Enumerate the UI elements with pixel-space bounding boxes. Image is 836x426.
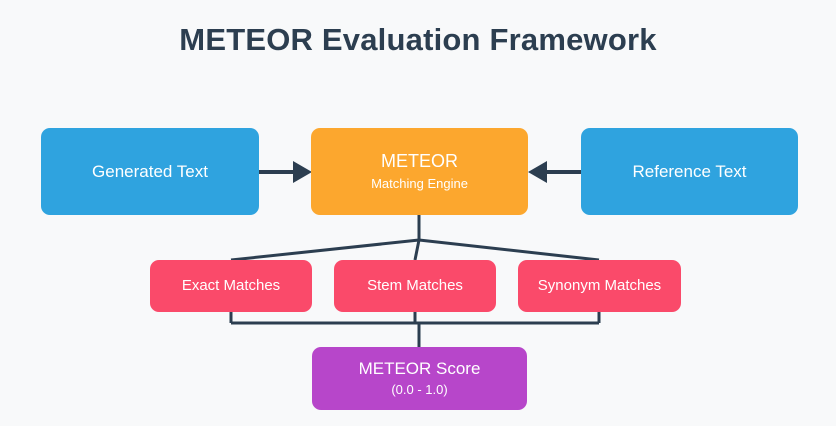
node-meteor-score-sublabel: (0.0 - 1.0) (391, 381, 448, 397)
arrow-reference-to-meteor (528, 161, 581, 183)
node-meteor-score[interactable]: METEOR Score (0.0 - 1.0) (312, 347, 527, 410)
node-stem-matches[interactable]: Stem Matches (334, 260, 496, 312)
page-title: METEOR Evaluation Framework (179, 22, 657, 57)
node-reference-text[interactable]: Reference Text (581, 128, 798, 215)
node-reference-text-label: Reference Text (632, 161, 747, 181)
node-generated-text-label: Generated Text (92, 161, 208, 181)
merge-matches-to-score (229, 312, 601, 347)
node-synonym-matches-label: Synonym Matches (537, 277, 662, 295)
node-meteor-engine-label: METEOR (380, 150, 458, 171)
node-exact-matches-label: Exact Matches (181, 277, 281, 295)
node-stem-matches-label: Stem Matches (367, 277, 463, 295)
node-synonym-matches[interactable]: Synonym Matches (518, 260, 681, 312)
node-meteor-score-label: METEOR Score (358, 359, 481, 379)
node-generated-text[interactable]: Generated Text (41, 128, 259, 215)
node-exact-matches[interactable]: Exact Matches (150, 260, 312, 312)
node-meteor-engine-sublabel: Matching Engine (371, 176, 468, 192)
node-meteor-engine[interactable]: METEOR Matching Engine (311, 128, 528, 215)
fanout-meteor-to-matches (230, 215, 600, 262)
arrow-generated-to-meteor (259, 161, 312, 183)
